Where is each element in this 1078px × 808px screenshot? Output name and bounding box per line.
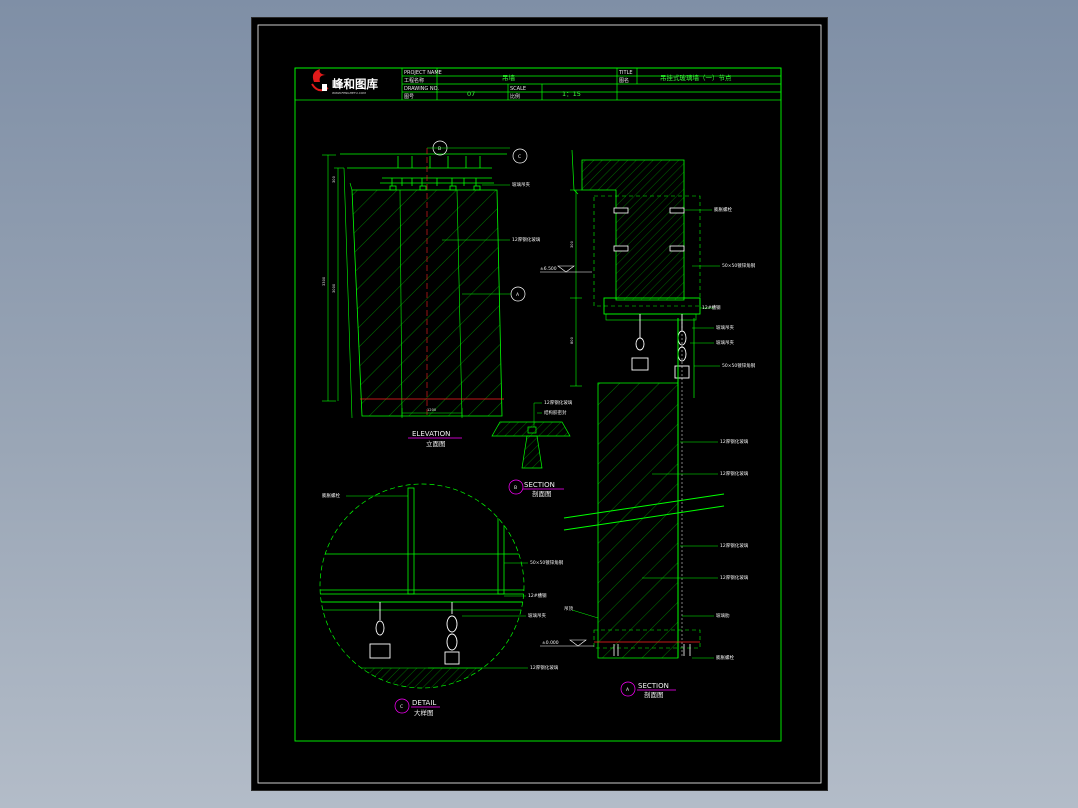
sec-ceiling-label: 吊顶 — [564, 606, 573, 612]
logo-subtext: WWW.FENGHETU.COM — [332, 91, 366, 95]
elev-marker-top-label: B — [438, 146, 441, 152]
section-a-title-cn: 剖面图 — [644, 690, 664, 699]
det-clip-label: 玻璃吊夹 — [528, 612, 546, 619]
detail-c-title-en: DETAIL — [412, 699, 436, 707]
section-a-marker-label: A — [626, 687, 630, 693]
sec-rib-label: 玻璃肋 — [716, 612, 730, 619]
sec-clip1-label: 玻璃吊夹 — [716, 324, 734, 331]
drawing-label-en: DRAWING NO. — [404, 86, 439, 92]
secb-seal-label: 结构胶密封 — [544, 409, 567, 416]
title-value: 吊挂式玻璃墙（一）节点 — [660, 73, 732, 82]
elevation-view: 3300 300 3000 1200 B C A 玻璃吊夹 12厚钢化玻璃 EL… — [322, 140, 541, 448]
section-b-title-en: SECTION — [524, 481, 555, 489]
drawing-label-cn: 图号 — [404, 94, 414, 100]
logo-text: 峰和图库 — [332, 77, 378, 91]
section-b-marker-label: B — [514, 485, 517, 491]
section-b-title-cn: 剖面图 — [532, 489, 552, 498]
sec-bolt-label: 膨胀螺栓 — [714, 206, 732, 213]
sec-channel-label: 12#槽钢 — [702, 304, 721, 311]
elevation-title-en: ELEVATION — [412, 430, 450, 438]
elev-marker-right-top — [512, 148, 528, 164]
sec-glass1-label: 12厚钢化玻璃 — [720, 438, 749, 445]
section-a-marker — [620, 681, 636, 697]
detail-c-marker — [394, 698, 410, 714]
logo: 峰和图库 WWW.FENGHETU.COM — [311, 69, 378, 95]
cad-drawing: 峰和图库 WWW.FENGHETU.COM PROJECT NAME 工程名称 … — [257, 24, 822, 784]
elev-marker-right-mid-label: A — [516, 292, 520, 298]
sec-glass3-label: 12厚钢化玻璃 — [720, 542, 749, 549]
expansion-bolts — [613, 207, 685, 252]
dim-sec-a2: 800 — [570, 336, 574, 344]
title-label-en: TITLE — [618, 70, 633, 76]
sec-glass2-label: 12厚钢化玻璃 — [720, 470, 749, 477]
title-block — [294, 67, 782, 101]
detail-hangers — [369, 602, 460, 665]
scale-value: 1：15 — [562, 90, 581, 98]
scale-label-en: SCALE — [510, 86, 526, 92]
detail-c-marker-label: C — [400, 704, 403, 710]
elev-fixture-label: 玻璃吊夹 — [512, 181, 530, 188]
level-upper: ±6.500 — [540, 266, 557, 272]
sec-angle-label: 50×50镀锌角钢 — [722, 262, 756, 269]
outer-border — [257, 24, 822, 784]
section-glass — [597, 382, 679, 659]
sec-bottom-bolt-label: 膨胀螺栓 — [716, 654, 734, 661]
title-label-cn: 图名 — [619, 77, 629, 84]
section-b-marker — [508, 479, 524, 495]
sec-clip2-label: 玻璃吊夹 — [716, 339, 734, 346]
section-b-view: 12厚钢化玻璃 结构胶密封 B SECTION 剖面图 — [491, 399, 573, 498]
project-label-cn: 工程名称 — [404, 77, 424, 84]
det-bolt-label: 膨胀螺栓 — [322, 492, 340, 499]
dim-elev-top: 300 — [332, 175, 336, 183]
secb-glass-label: 12厚钢化玻璃 — [544, 399, 573, 406]
level-lower: ±0.000 — [542, 640, 559, 646]
det-angle-label: 50×50镀锌角钢 — [530, 559, 564, 566]
detail-c-view: 膨胀螺栓 50×50镀锌角钢 12#槽钢 玻璃吊夹 12厚钢化玻璃 C DETA… — [319, 483, 564, 717]
section-a-title-en: SECTION — [638, 682, 669, 690]
dim-elev-mid: 3000 — [332, 283, 336, 293]
elev-glass-label: 12厚钢化玻璃 — [512, 236, 541, 243]
section-a-view: 300 800 ±6.500 ±0.000 膨胀螺栓 50×50镀锌角钢 12#… — [540, 149, 756, 699]
hanger-chains — [631, 314, 690, 379]
project-value: 吊墙 — [502, 73, 516, 82]
clamp-row — [380, 156, 494, 191]
sec-glass4-label: 12厚钢化玻璃 — [720, 574, 749, 581]
drawing-sheet: 峰和图库 WWW.FENGHETU.COM PROJECT NAME 工程名称 … — [252, 18, 827, 790]
scale-label-cn: 比例 — [510, 93, 520, 100]
det-channel-label: 12#槽钢 — [528, 592, 547, 599]
sec-angle2-label: 50×50镀锌角钢 — [722, 362, 756, 369]
project-label-en: PROJECT NAME — [404, 70, 442, 76]
dim-elev-total: 3300 — [322, 276, 326, 286]
logo-flame-icon — [312, 69, 326, 82]
det-glass-label: 12厚钢化玻璃 — [530, 664, 559, 671]
drawing-value: 07 — [467, 90, 475, 98]
dim-elev-bottom: 1200 — [427, 408, 437, 412]
detail-c-title-cn: 大样图 — [414, 708, 434, 717]
dim-sec-a1: 300 — [570, 240, 574, 248]
concrete-beam — [581, 159, 685, 301]
elevation-title-cn: 立面图 — [426, 439, 446, 448]
elev-marker-right-top-label: C — [518, 154, 521, 160]
